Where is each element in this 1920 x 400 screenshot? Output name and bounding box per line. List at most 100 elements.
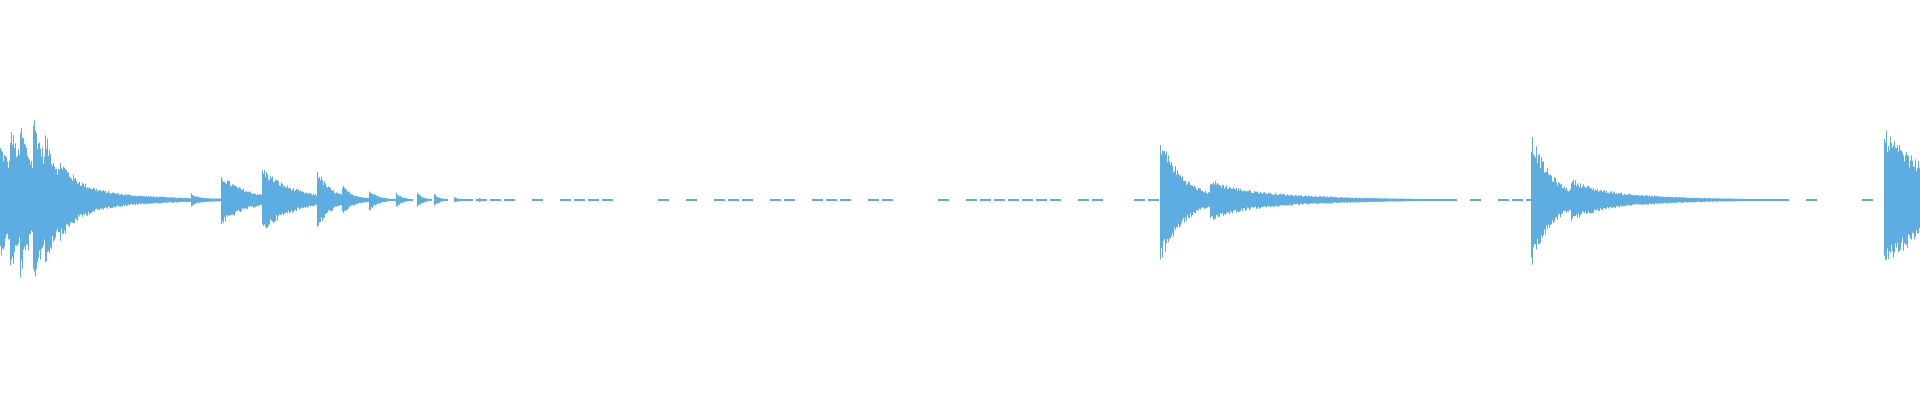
- waveform-sample: [1606, 190, 1607, 209]
- waveform-sample: [1451, 199, 1452, 201]
- waveform-sample: [275, 180, 276, 222]
- waveform-sample: [1186, 185, 1187, 221]
- waveform-sample: [219, 198, 220, 202]
- waveform-sample: [1244, 190, 1245, 209]
- waveform-sample: [195, 196, 196, 204]
- waveform-sample: [1378, 198, 1379, 202]
- waveform-sample: [173, 197, 174, 203]
- waveform-sample: [1398, 198, 1399, 202]
- waveform-sample: [290, 188, 291, 213]
- waveform-sample: [1715, 198, 1716, 202]
- waveform-sample: [605, 199, 606, 201]
- waveform-sample: [1213, 182, 1214, 220]
- waveform-sample: [1543, 161, 1544, 236]
- waveform-sample: [339, 193, 340, 206]
- waveform-sample: [465, 199, 466, 201]
- waveform-sample: [262, 170, 263, 224]
- waveform-sample: [1771, 199, 1772, 201]
- waveform-sample: [1201, 190, 1202, 208]
- waveform-sample: [990, 199, 991, 201]
- waveform-sample: [1051, 199, 1052, 201]
- waveform-sample: [408, 198, 409, 202]
- waveform-sample: [12, 145, 13, 257]
- waveform-sample: [976, 199, 977, 201]
- waveform-sample: [1101, 199, 1102, 201]
- waveform-sample: [134, 196, 135, 205]
- waveform-sample: [1735, 198, 1736, 202]
- waveform-sample: [1547, 167, 1548, 229]
- waveform-sample: [1539, 154, 1540, 244]
- waveform-sample: [1700, 197, 1701, 203]
- waveform-sample: [1086, 199, 1087, 201]
- waveform-sample: [222, 180, 223, 222]
- waveform-sample: [270, 175, 271, 220]
- waveform-sample: [70, 177, 71, 224]
- waveform-sample: [199, 197, 200, 204]
- waveform-sample: [1414, 198, 1415, 202]
- waveform-sample: [577, 199, 578, 201]
- waveform-sample: [1139, 199, 1140, 201]
- waveform-sample: [198, 196, 199, 203]
- waveform-sample: [325, 183, 326, 215]
- waveform-sample: [56, 168, 57, 232]
- waveform-sample: [338, 193, 339, 206]
- waveform-sample: [1563, 188, 1564, 211]
- waveform-sample: [63, 166, 64, 234]
- waveform-sample: [230, 185, 231, 216]
- waveform-sample: [1550, 174, 1551, 226]
- waveform-sample: [1380, 198, 1381, 202]
- waveform-sample: [1807, 199, 1808, 201]
- waveform-sample: [1893, 145, 1894, 258]
- waveform-sample: [1331, 196, 1332, 204]
- waveform-sample: [87, 187, 88, 216]
- waveform-sample: [384, 198, 385, 203]
- waveform-sample: [723, 199, 724, 201]
- waveform-sample: [1568, 191, 1569, 212]
- waveform-sample: [1325, 196, 1326, 203]
- waveform-sample: [1383, 198, 1384, 202]
- waveform-sample: [1784, 199, 1785, 201]
- waveform-sample: [580, 199, 581, 201]
- waveform-sample: [138, 195, 139, 205]
- waveform-sample: [668, 199, 669, 201]
- waveform-sample: [538, 199, 539, 201]
- waveform-sample: [1566, 187, 1567, 213]
- waveform-sample: [387, 198, 388, 202]
- waveform-sample: [750, 199, 751, 201]
- waveform-sample: [1896, 148, 1897, 248]
- waveform-sample: [1304, 196, 1305, 204]
- waveform-sample: [185, 197, 186, 202]
- waveform-sample: [168, 197, 169, 203]
- waveform-sample: [274, 182, 275, 223]
- waveform-sample: [1041, 199, 1042, 201]
- waveform-sample: [30, 164, 31, 234]
- waveform-sample: [307, 193, 308, 208]
- waveform-sample: [1235, 189, 1236, 210]
- waveform-sample: [1698, 198, 1699, 202]
- waveform-sample: [241, 189, 242, 212]
- waveform-sample: [1476, 199, 1477, 201]
- waveform-sample: [299, 190, 300, 210]
- waveform-sample: [493, 199, 494, 201]
- waveform-sample: [1773, 199, 1774, 201]
- waveform-sample: [1217, 182, 1218, 216]
- waveform-sample: [1273, 194, 1274, 207]
- waveform-sample: [1455, 199, 1456, 201]
- waveform-sample: [1236, 187, 1237, 213]
- waveform-sample: [121, 193, 122, 207]
- waveform-sample: [1408, 198, 1409, 202]
- waveform-sample: [506, 199, 507, 201]
- waveform-sample: [1384, 198, 1385, 202]
- waveform-sample: [1786, 199, 1787, 201]
- waveform-sample: [1405, 198, 1406, 202]
- waveform-sample: [48, 155, 49, 251]
- waveform-sample: [1037, 199, 1038, 201]
- waveform-sample: [966, 199, 967, 201]
- waveform-sample: [1507, 199, 1508, 201]
- waveform-sample: [1597, 189, 1598, 210]
- waveform-sample: [1564, 186, 1565, 212]
- waveform-sample: [1520, 199, 1521, 201]
- waveform-sample: [454, 197, 455, 203]
- waveform-sample: [1616, 193, 1617, 207]
- waveform-sample: [1718, 198, 1719, 202]
